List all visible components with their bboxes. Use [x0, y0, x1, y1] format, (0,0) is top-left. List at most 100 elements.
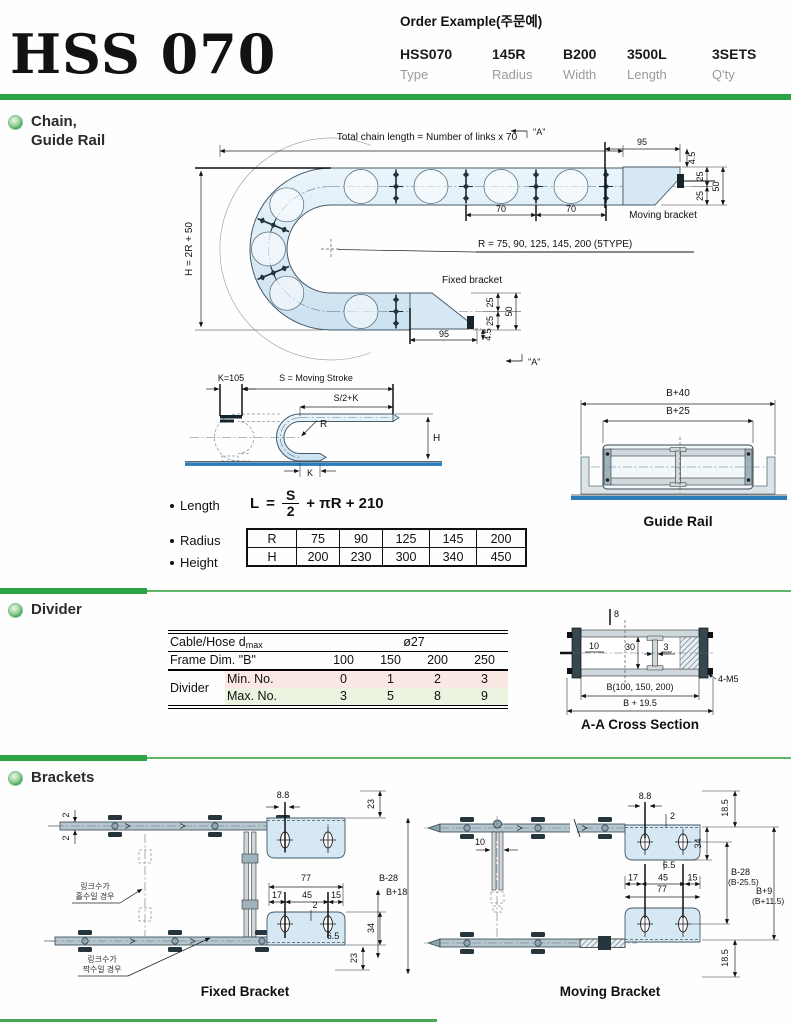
stroke-diagram: R	[185, 384, 442, 466]
divider-table: Cable/Hose dmax ø27 Frame Dim. "B" 100 1…	[168, 630, 508, 709]
dim-17: 17	[272, 890, 282, 900]
fixed-bracket-caption: Fixed Bracket	[201, 984, 290, 999]
fixed-bracket-notes: 링크수가 홀수일 경우 링크수가 짝수일 경우	[72, 881, 211, 977]
dim-4-5-bottom: 4.5	[483, 328, 493, 341]
length-bullet: Length	[170, 498, 220, 513]
dim-18-5-top: 18.5	[720, 799, 730, 817]
section-separator-line	[0, 590, 791, 592]
cross-section-caption: A-A Cross Section	[581, 717, 699, 732]
dim-b40: B+40	[666, 388, 690, 399]
dim-k: K	[307, 468, 313, 478]
note-odd-links-2: 홀수일 경우	[75, 891, 114, 901]
section-separator-dark	[0, 588, 147, 594]
dim-34: 34	[693, 838, 703, 848]
moving-bracket-drawing	[424, 816, 730, 955]
note-even-links-2: 짝수일 경우	[82, 964, 121, 974]
dim-70-a: 70	[496, 204, 506, 214]
dim-30: 30	[625, 642, 635, 652]
dim-2-bottom: 2	[61, 835, 71, 840]
dim-15: 15	[687, 873, 697, 883]
radius-height-table: R 75 90 125 145 200 H 200 230 300 340 45…	[246, 528, 527, 567]
ground-line	[185, 462, 442, 466]
dim-section-a-bottom: "A"	[528, 357, 540, 367]
dim-45: 45	[302, 890, 312, 900]
order-example-fields: HSS070 Type 145R Radius B200 Width 3500L…	[400, 46, 780, 82]
dim-50-bottom: 50	[504, 306, 514, 316]
dim-6-5: 6.5	[663, 860, 676, 870]
dim-k105: K=105	[218, 373, 244, 383]
dim-b18: B+18	[386, 887, 407, 897]
radius-note: R = 75, 90, 125, 145, 200 (5TYPE)	[478, 239, 632, 250]
order-example-title: Order Example(주문예)	[400, 14, 543, 29]
fixed-bracket-drawing	[44, 814, 346, 953]
stroke-dimensions: K=105 S = Moving Stroke S/2+K H K	[206, 373, 440, 478]
chain-drawing-svg: Total chain length = Number of links x 7…	[184, 127, 727, 367]
dim-section-a-top: "A"	[533, 127, 545, 137]
dim-b28: B-28	[731, 867, 750, 877]
cross-section-drawing	[560, 620, 713, 688]
dim-25-top-a: 25	[695, 171, 705, 181]
dim-b115: (B+11.5)	[752, 896, 784, 906]
section-separator-line	[0, 757, 791, 759]
label-moving-bracket: Moving bracket	[629, 210, 697, 221]
section-brackets: Brackets	[8, 769, 94, 788]
dim-25-top-b: 25	[695, 191, 705, 201]
cable-hose-label: Cable/Hose dmax	[170, 635, 263, 650]
moving-bracket-dimensions: 8.8 2 18.5 10 34 6.5 17 45 15	[475, 790, 784, 978]
dim-4-m5: 4-M5	[718, 674, 739, 684]
dim-3: 3	[663, 642, 668, 652]
dim-moving-stroke: S = Moving Stroke	[279, 373, 353, 383]
order-example: Order Example(주문예) HSS070 Type 145R Radi…	[400, 10, 780, 82]
cable-hose-row: Cable/Hose dmax ø27	[168, 634, 508, 652]
dim-10: 10	[475, 837, 485, 847]
frame-dim-label: Frame Dim. "B"	[170, 653, 256, 667]
dim-17: 17	[628, 873, 638, 883]
section-separator-dark	[0, 755, 147, 761]
divider-min-max-rows: Divider Min. No. 0 1 2 3 Max. No. 3 5 8 …	[168, 670, 508, 705]
dim-8: 8	[614, 609, 619, 619]
dim-8-8: 8.8	[277, 790, 290, 800]
dim-b25: B+25	[666, 406, 690, 417]
dim-23-top: 23	[366, 799, 376, 809]
dim-6-5: 6.5	[327, 931, 340, 941]
height-row: H 200 230 300 340 450	[246, 547, 527, 567]
section-bullet-icon	[8, 771, 23, 786]
radius-row: R 75 90 125 145 200	[246, 528, 527, 548]
page-bottom-rule	[0, 1019, 437, 1022]
dim-77: 77	[301, 873, 311, 883]
dim-95-bottom: 95	[439, 329, 449, 339]
section-chain-guide-rail: Chain, Guide Rail	[8, 113, 105, 151]
dim-b255: (B-25.5)	[728, 877, 759, 887]
divider-group-label: Divider	[170, 680, 209, 695]
dim-50-top: 50	[711, 181, 721, 191]
radius-bullet: Radius	[170, 533, 220, 548]
length-formula: L = S 2 + πR + 210	[250, 487, 384, 519]
ground-line	[571, 496, 787, 500]
dim-10: 10	[589, 641, 599, 651]
section-title: Chain, Guide Rail	[31, 113, 106, 149]
cross-section-dimensions: 8 10 30 3 4-M5 B(100, 150, 200) B + 19.5…	[566, 609, 739, 732]
dim-2-plate: 2	[312, 900, 317, 910]
section-divider: Divider	[8, 601, 82, 620]
label-fixed-bracket: Fixed bracket	[442, 275, 502, 286]
guide-rail-dimensions: B+40 B+25 Guide Rail	[580, 388, 776, 529]
dim-h: H	[433, 433, 440, 444]
dim-2: 2	[670, 811, 675, 821]
bullet-dot	[170, 560, 174, 565]
fixed-bracket-svg: 2 2 8.8 23 77 17 45 15 2 6.5	[44, 790, 411, 999]
cross-section-svg: 8 10 30 3 4-M5 B(100, 150, 200) B + 19.5…	[560, 609, 739, 732]
section-bullet-icon	[8, 603, 23, 618]
dim-b9: B+9	[756, 886, 772, 896]
dim-s2k: S/2+K	[334, 393, 359, 403]
order-field-width: B200 Width	[563, 46, 597, 82]
dim-25-bottom-a: 25	[485, 297, 495, 307]
height-bullet: Height	[170, 555, 218, 570]
dim-b28: B-28	[379, 873, 398, 883]
order-field-radius: 145R Radius	[492, 46, 533, 82]
note-even-links-1: 링크수가	[87, 954, 117, 964]
bullet-dot	[170, 503, 174, 508]
moving-bracket-caption: Moving Bracket	[560, 984, 661, 999]
dim-77: 77	[657, 884, 667, 894]
dim-15: 15	[331, 890, 341, 900]
dim-18-5-bottom: 18.5	[720, 949, 730, 967]
